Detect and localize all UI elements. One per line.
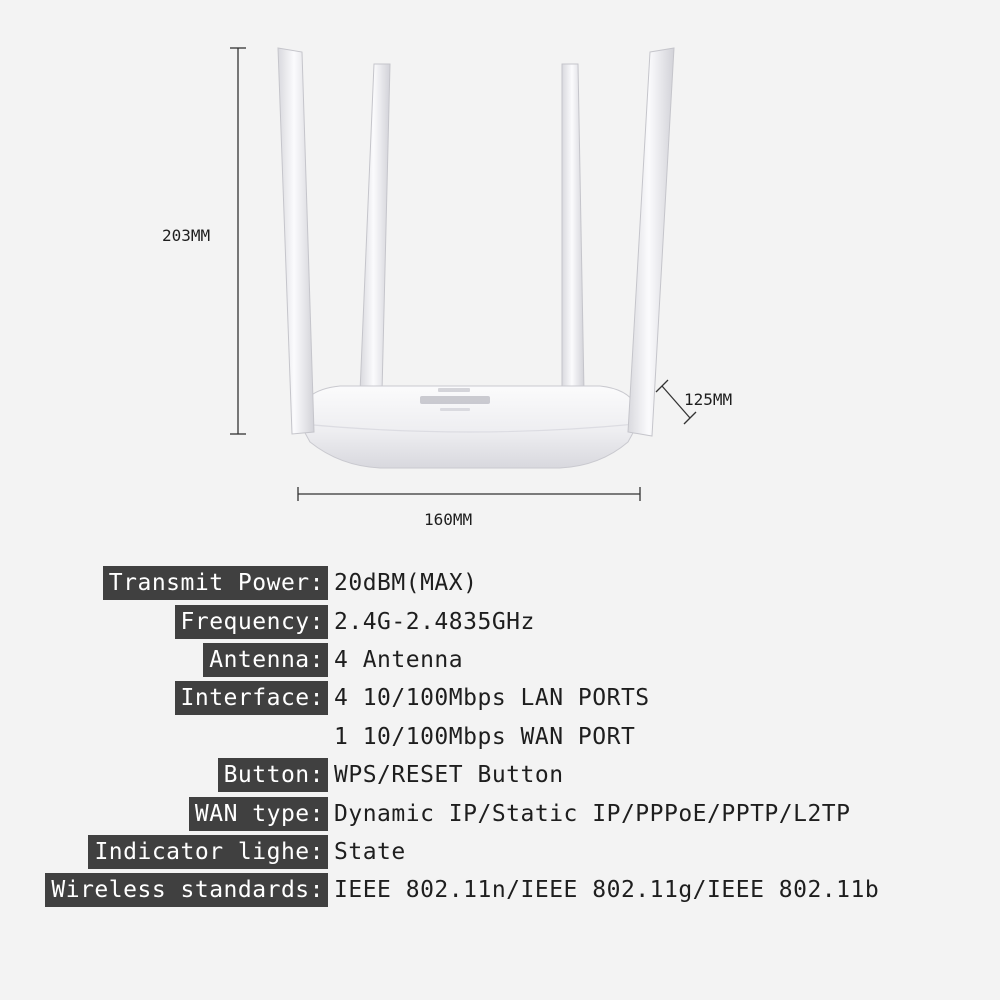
- width-dimension-line: [297, 487, 641, 501]
- spec-value: 2.4G-2.4835GHz: [334, 609, 535, 635]
- spec-label: Interface:: [174, 681, 328, 715]
- spec-row-wan-type: WAN type: Dynamic IP/Static IP/PPPoE/PPT…: [0, 797, 1000, 831]
- router-illustration: [230, 47, 697, 501]
- spec-value: 20dBM(MAX): [334, 570, 478, 596]
- spec-label: Wireless standards:: [45, 873, 328, 907]
- antenna-back-left: [359, 63, 391, 393]
- spec-row-antenna: Antenna: 4 Antenna: [0, 643, 1000, 677]
- depth-label: 125MM: [684, 390, 733, 409]
- spec-row-interface-wan: 1 10/100Mbps WAN PORT: [0, 720, 1000, 754]
- height-label: 203MM: [162, 226, 211, 245]
- antenna-back-right: [561, 63, 585, 393]
- spec-value: State: [334, 839, 406, 865]
- spec-row-frequency: Frequency: 2.4G-2.4835GHz: [0, 605, 1000, 639]
- spec-row-indicator: Indicator lighe: State: [0, 835, 1000, 869]
- spec-label: Button:: [217, 758, 328, 792]
- spec-value: Dynamic IP/Static IP/PPPoE/PPTP/L2TP: [334, 801, 851, 827]
- spec-row-interface: Interface: 4 10/100Mbps LAN PORTS: [0, 681, 1000, 715]
- spec-value: IEEE 802.11n/IEEE 802.11g/IEEE 802.11b: [334, 877, 880, 903]
- spec-label: Transmit Power:: [102, 566, 328, 600]
- router-body: [297, 385, 641, 469]
- brand-logo: [420, 388, 490, 411]
- depth-dimension-line: [655, 379, 697, 425]
- width-label: 160MM: [424, 510, 473, 529]
- height-dimension-line: [230, 47, 246, 435]
- spec-label: Antenna:: [203, 643, 328, 677]
- spec-row-transmit-power: Transmit Power: 20dBM(MAX): [0, 566, 1000, 600]
- spec-label: Indicator lighe:: [88, 835, 328, 869]
- spec-value: WPS/RESET Button: [334, 762, 564, 788]
- spec-label: WAN type:: [188, 797, 328, 831]
- spec-value: 4 Antenna: [334, 647, 464, 673]
- spec-row-wireless-standards: Wireless standards: IEEE 802.11n/IEEE 80…: [0, 873, 1000, 907]
- antenna-front-right: [627, 47, 675, 437]
- spec-label: Frequency:: [174, 605, 328, 639]
- spec-row-button: Button: WPS/RESET Button: [0, 758, 1000, 792]
- spec-value: 1 10/100Mbps WAN PORT: [334, 724, 636, 750]
- antenna-front-left: [277, 47, 315, 435]
- spec-value: 4 10/100Mbps LAN PORTS: [334, 685, 650, 711]
